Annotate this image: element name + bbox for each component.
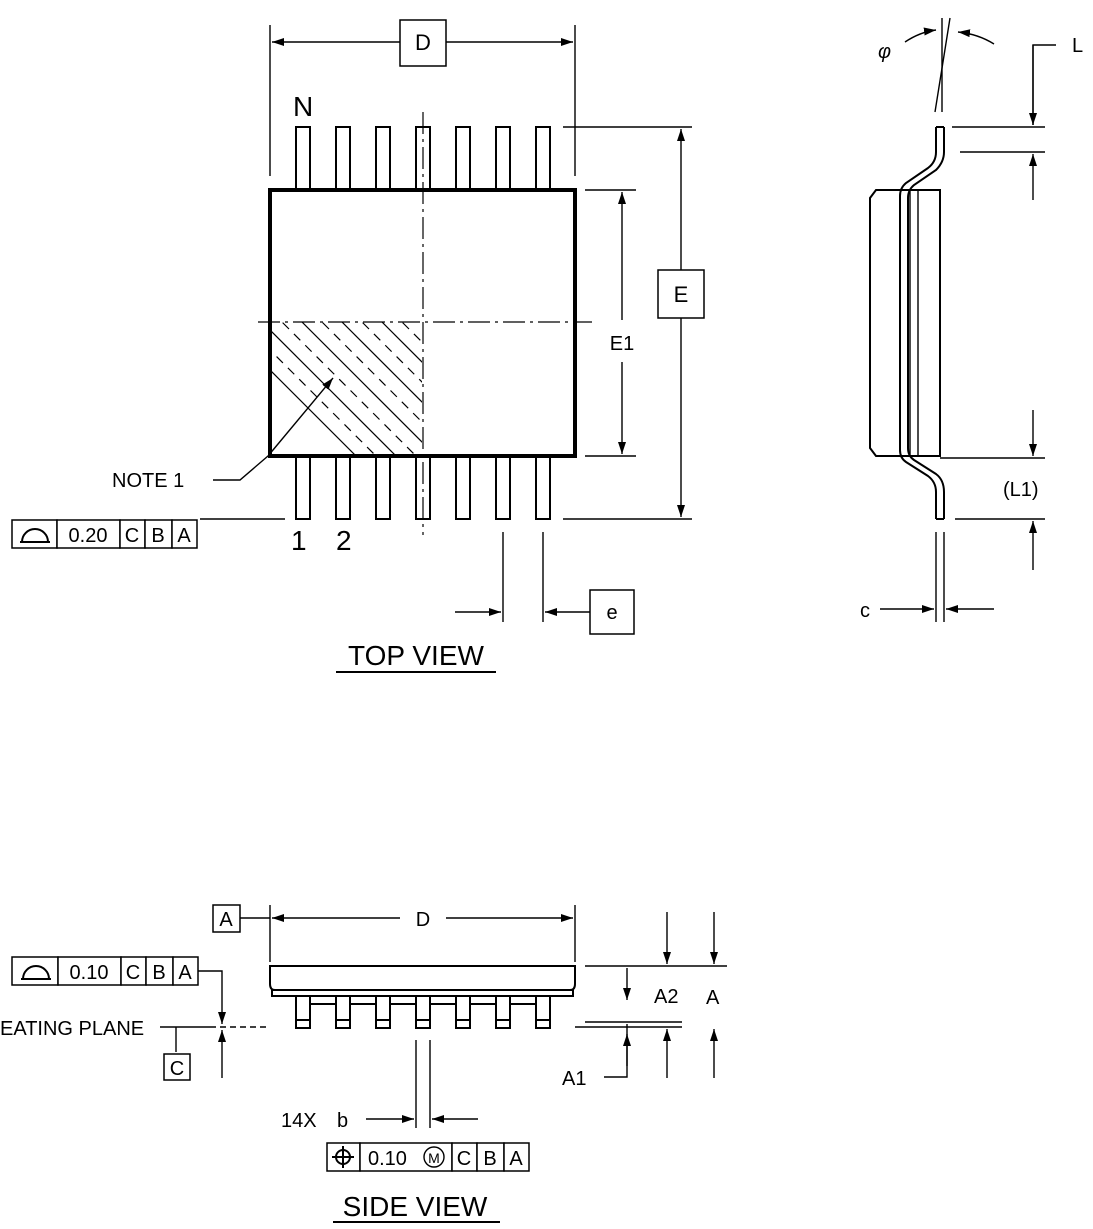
side-view-body	[269, 965, 576, 997]
dimension-c: c	[860, 532, 994, 622]
label-b-count: 14X	[281, 1110, 317, 1132]
note-1-callout: NOTE 1	[112, 377, 334, 492]
label-a1: A1	[562, 1068, 586, 1090]
fcf-pos-ref-1: C	[457, 1148, 471, 1170]
bottom-leads	[295, 455, 551, 520]
fcf-pos-ref-3: A	[509, 1148, 523, 1170]
label-a2: A2	[654, 986, 678, 1008]
pin-label-n: N	[293, 91, 313, 122]
note-1-text: NOTE 1	[112, 470, 184, 492]
fcf-010-tolerance: 0.10	[70, 962, 109, 984]
fcf-020-ref-2: B	[151, 525, 164, 547]
side-view: EATING PLANE C A D 0.10	[0, 904, 727, 1223]
end-view-lead	[899, 126, 945, 520]
label-d: D	[415, 30, 431, 55]
label-l1: (L1)	[1003, 479, 1039, 501]
label-l: L	[1072, 35, 1083, 57]
dimension-d-top: D	[269, 19, 576, 176]
fcf-010-ref-1: C	[126, 962, 140, 984]
label-a: A	[706, 987, 720, 1009]
side-view-leads	[295, 995, 551, 1029]
dimension-pitch-e: e	[455, 532, 635, 635]
datum-c-label: C	[170, 1058, 184, 1080]
datum-c-box	[163, 1053, 191, 1081]
fcf-pos-modifier: M	[428, 1150, 440, 1166]
dimension-l: L	[952, 35, 1083, 200]
profile-surface-icon-2	[21, 965, 51, 980]
dimension-l1: (L1)	[940, 410, 1045, 570]
profile-surface-icon	[20, 528, 50, 543]
label-c: c	[860, 600, 870, 622]
fcf-020-tolerance: 0.20	[69, 525, 108, 547]
side-view-title: SIDE VIEW	[343, 1191, 488, 1222]
pin-label-1: 1	[291, 525, 307, 556]
dimension-e1: E1	[585, 189, 636, 457]
datum-a-label: A	[219, 909, 233, 931]
top-view: D E E1 e NOTE	[11, 19, 705, 673]
dimension-e: E	[563, 126, 705, 520]
fcf-010-ref-3: A	[178, 962, 192, 984]
fcf-020-ref-3: A	[177, 525, 191, 547]
fcf-pos-tolerance: 0.10	[368, 1148, 407, 1170]
fcf-pos-ref-2: B	[483, 1148, 496, 1170]
seating-plane-label: EATING PLANE	[0, 1018, 144, 1040]
dimension-phi: φ	[878, 17, 995, 113]
pin1-hatch-area	[270, 322, 422, 456]
position-icon	[332, 1146, 354, 1168]
end-view-body	[869, 189, 941, 457]
fcf-profile-010: 0.10 C B A	[11, 956, 226, 1078]
seating-plane: EATING PLANE C	[0, 1018, 682, 1081]
fcf-position-010: 0.10 M C B A	[326, 1142, 530, 1172]
pin-label-2: 2	[336, 525, 352, 556]
label-e1: E1	[610, 333, 634, 355]
top-leads	[295, 126, 551, 191]
dimension-b: 14X b	[281, 1040, 478, 1132]
label-e: E	[674, 282, 689, 307]
fcf-profile-020: 0.20 C B A	[11, 518, 285, 549]
label-d-side: D	[416, 909, 430, 931]
mmc-modifier-icon	[423, 1146, 445, 1168]
dimension-d-side: A D	[212, 904, 576, 962]
fcf-010-ref-2: B	[152, 962, 165, 984]
fcf-020-ref-1: C	[125, 525, 139, 547]
label-pitch-e: e	[606, 602, 617, 624]
label-phi: φ	[878, 41, 891, 63]
dimension-a-group: A1 A2 A	[562, 912, 727, 1090]
end-view: φ L (L1)	[860, 17, 1083, 622]
label-b: b	[337, 1110, 348, 1132]
top-view-title: TOP VIEW	[348, 640, 484, 671]
